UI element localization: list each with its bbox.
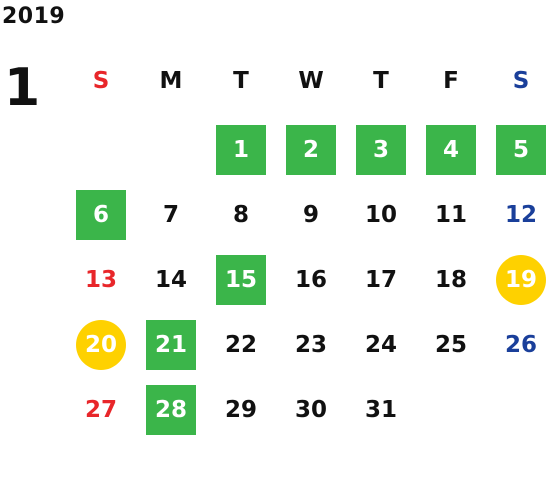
day-7: 7 [162, 202, 179, 228]
day-18: 18 [434, 267, 467, 293]
weekday-sat: S [512, 68, 530, 94]
day-17: 17 [364, 267, 397, 293]
year-label: 2019 [2, 4, 66, 29]
day-29: 29 [224, 397, 257, 423]
day-8: 8 [232, 202, 249, 228]
day-16: 16 [294, 267, 327, 293]
month-number: 1 [4, 58, 41, 118]
day-20: 20 [76, 320, 126, 370]
day-4: 4 [426, 125, 476, 175]
weekday-thu: T [373, 68, 389, 94]
day-26: 26 [504, 332, 537, 358]
day-28: 28 [146, 385, 196, 435]
day-1: 1 [216, 125, 266, 175]
day-13: 13 [84, 267, 117, 293]
day-21: 21 [146, 320, 196, 370]
day-31: 31 [364, 397, 397, 423]
day-25: 25 [434, 332, 467, 358]
day-12: 12 [504, 202, 537, 228]
day-23: 23 [294, 332, 327, 358]
day-24: 24 [364, 332, 397, 358]
day-22: 22 [224, 332, 257, 358]
day-14: 14 [154, 267, 187, 293]
day-2: 2 [286, 125, 336, 175]
day-6: 6 [76, 190, 126, 240]
weekday-wed: W [298, 68, 324, 94]
day-9: 9 [302, 202, 319, 228]
weekday-sun: S [92, 68, 110, 94]
weekday-mon: M [159, 68, 183, 94]
day-3: 3 [356, 125, 406, 175]
day-11: 11 [434, 202, 467, 228]
day-19: 19 [496, 255, 546, 305]
day-15: 15 [216, 255, 266, 305]
day-30: 30 [294, 397, 327, 423]
day-10: 10 [364, 202, 397, 228]
weekday-tue: T [233, 68, 249, 94]
weekday-fri: F [443, 68, 459, 94]
day-27: 27 [84, 397, 117, 423]
day-5: 5 [496, 125, 546, 175]
